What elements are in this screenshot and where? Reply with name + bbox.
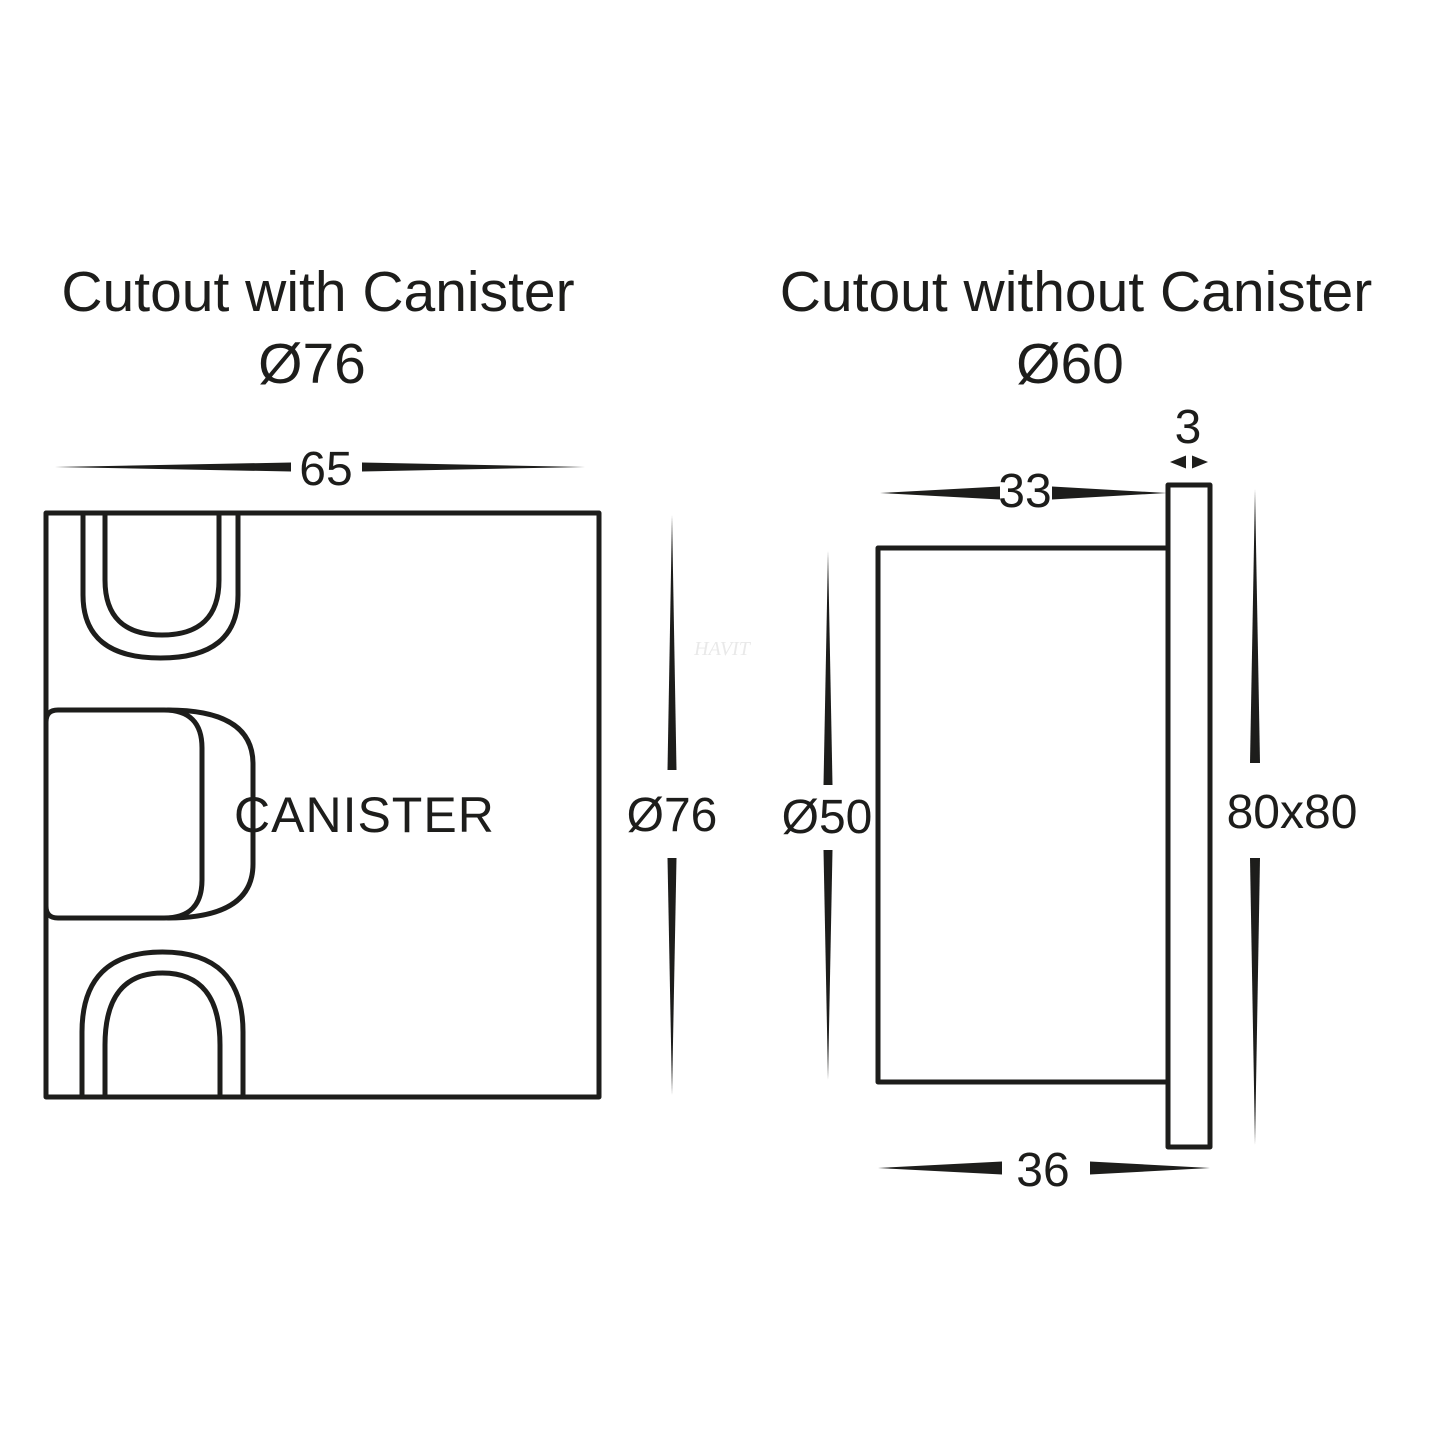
dim-arrow-up xyxy=(667,515,677,770)
canister-label: CANISTER xyxy=(234,787,495,843)
dim-overall-depth-value: 36 xyxy=(1016,1144,1069,1197)
dim-arrow-right xyxy=(1192,455,1208,469)
top-clip-inner xyxy=(102,510,222,638)
dim-arrow-right xyxy=(1090,1161,1210,1175)
right-view-cutout-diameter: Ø60 xyxy=(1016,332,1124,396)
dim-arrow-right xyxy=(1052,486,1167,500)
dim-arrow-left xyxy=(880,486,1000,500)
dim-arrow-down xyxy=(1250,858,1260,1145)
dimension-width-65: 65 xyxy=(55,443,585,496)
dimension-plate-thickness-3: 3 xyxy=(1170,401,1208,469)
dimension-body-depth-33: 33 xyxy=(880,465,1167,518)
top-clip-outer xyxy=(80,510,241,661)
dim-diameter-value: Ø76 xyxy=(627,789,718,842)
face-plate-outline xyxy=(1165,482,1213,1150)
dimension-inner-diameter-50: Ø50 xyxy=(782,551,873,1080)
dim-width-value: 65 xyxy=(299,443,352,496)
recessed-body-outline xyxy=(875,545,1171,1085)
dim-arrow-down xyxy=(823,850,833,1080)
dimension-faceplate-80x80: 80x80 xyxy=(1227,489,1358,1145)
dim-arrow-down xyxy=(667,858,677,1095)
dim-plate-thickness-value: 3 xyxy=(1175,401,1202,454)
dim-arrow-right xyxy=(362,462,585,472)
left-view: Cutout with Canister Ø76 65 CANISTER xyxy=(43,260,718,1100)
dim-arrow-up xyxy=(823,551,833,785)
bottom-clip-outer xyxy=(79,949,246,1100)
dim-arrow-up xyxy=(1250,489,1260,763)
dimension-overall-depth-36: 36 xyxy=(878,1144,1210,1197)
dim-body-depth-value: 33 xyxy=(998,465,1051,518)
dim-arrow-left xyxy=(878,1161,1002,1175)
right-view: Cutout without Canister Ø60 3 33 xyxy=(780,260,1372,1197)
dim-inner-diameter-value: Ø50 xyxy=(782,791,873,844)
left-view-cutout-diameter: Ø76 xyxy=(258,332,366,396)
bottom-clip-inner xyxy=(102,970,223,1100)
right-view-title: Cutout without Canister xyxy=(780,260,1372,324)
dimension-diameter-76: Ø76 xyxy=(627,515,718,1095)
canister-body xyxy=(43,707,205,921)
dim-arrow-left xyxy=(55,462,291,472)
left-view-title: Cutout with Canister xyxy=(61,260,574,324)
canister-flange xyxy=(165,707,256,921)
dim-faceplate-value: 80x80 xyxy=(1227,786,1358,839)
dim-arrow-left xyxy=(1170,455,1186,469)
watermark: HAVIT xyxy=(693,638,752,660)
